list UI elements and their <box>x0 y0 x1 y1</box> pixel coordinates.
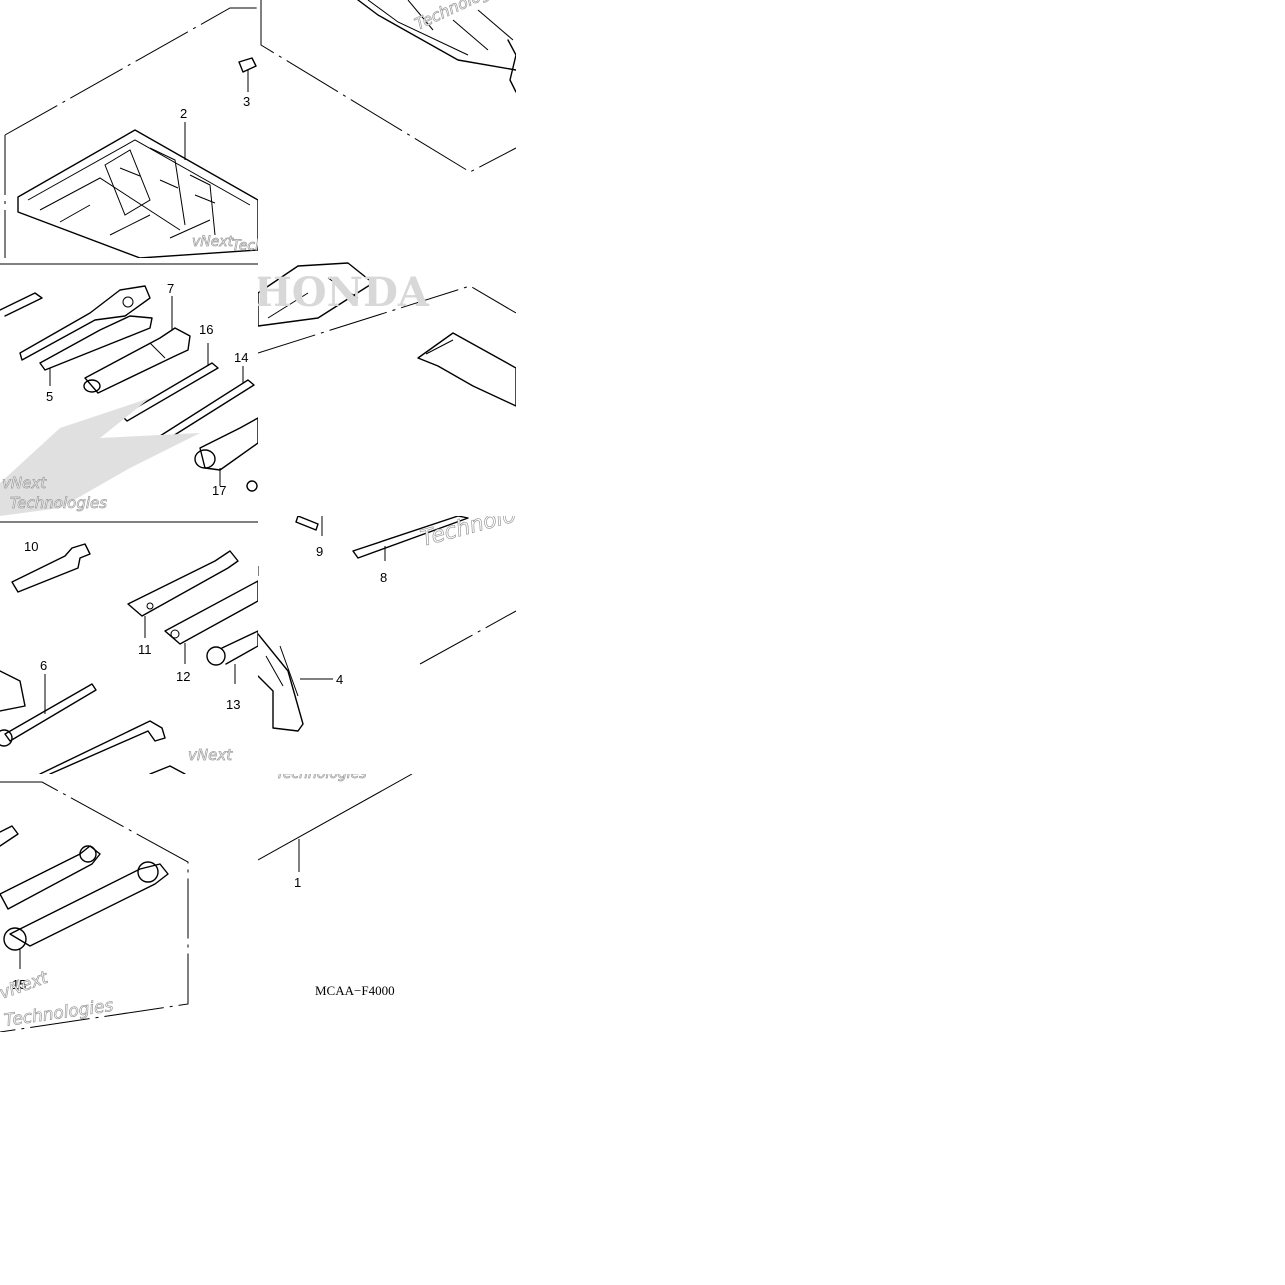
callout-7: 7 <box>167 281 174 296</box>
tile-strap-bottom: 9 8 Technologies 4 <box>258 516 516 774</box>
strap-icon <box>417 332 516 407</box>
watermark-text: Technologies <box>3 996 115 1031</box>
rod-icon <box>121 362 219 422</box>
callout-4: 4 <box>336 672 343 687</box>
hex-key-icon <box>39 720 186 774</box>
ring-wrench-icon <box>206 630 258 666</box>
callout-1: 1 <box>294 875 301 890</box>
callout-17: 17 <box>212 483 226 498</box>
callout-9: 9 <box>316 544 323 559</box>
callout-2: 2 <box>180 106 187 121</box>
tile-tool-bag: 3 2 vNext Technologies <box>0 0 258 258</box>
callout-12: 12 <box>176 669 190 684</box>
open-end-wrench-icon <box>127 550 239 617</box>
callout-3: 3 <box>243 94 250 109</box>
watermark-text: vNext <box>188 746 233 764</box>
watermark-text: Technologies <box>418 516 516 552</box>
tile-tools-upper: 5 7 16 14 <box>0 258 258 516</box>
watermark-text: Technologies <box>10 494 107 512</box>
screwdriver-bit-icon <box>159 379 255 442</box>
watermark-text: vNext <box>2 474 47 492</box>
callout-6: 6 <box>40 658 47 673</box>
strap-icon <box>258 633 304 732</box>
screwdriver-icon <box>194 417 258 492</box>
callout-11: 11 <box>138 642 152 657</box>
diagram-code: MCAA−F4000 <box>315 983 395 998</box>
box-wrench-icon <box>83 327 191 394</box>
callout-13: 13 <box>226 697 240 712</box>
tile-assembly-code: 1 MCAA−F4000 Technologies <box>258 774 516 1032</box>
callout-16: 16 <box>199 322 213 337</box>
callout-14: 14 <box>234 350 248 365</box>
watermark-text: Technologies <box>276 774 367 782</box>
open-end-wrench-icon <box>164 580 258 645</box>
pliers-icon <box>19 285 153 371</box>
extension-bar-icon <box>0 670 97 747</box>
tile-ring-wrenches: 15 vNext Technologies <box>0 774 258 1032</box>
callout-15: 15 <box>12 977 26 992</box>
callout-5: 5 <box>46 389 53 404</box>
tool-bag-icon <box>357 0 516 93</box>
ring-wrench-icon <box>0 825 169 951</box>
open-end-wrench-icon <box>11 543 91 593</box>
callout-10: 10 <box>24 539 38 554</box>
tile-tools-lower: 10 11 12 13 <box>0 516 258 774</box>
watermark-text: vNext <box>0 967 52 1003</box>
pin-icon <box>238 57 257 73</box>
watermark-text: Technologies <box>232 238 258 254</box>
honda-watermark: HONDA <box>258 269 430 316</box>
wing-watermark <box>0 398 200 516</box>
callout-8: 8 <box>380 570 387 585</box>
tool-bag-icon <box>258 262 374 327</box>
tile-strap-top: HONDA <box>258 258 516 516</box>
tile-frame-top: Technologies <box>258 0 516 258</box>
pin-icon <box>295 516 319 531</box>
watermark-text: vNext <box>192 234 234 250</box>
tool-bag-icon <box>17 129 258 258</box>
hex-bar-icon <box>352 516 469 559</box>
